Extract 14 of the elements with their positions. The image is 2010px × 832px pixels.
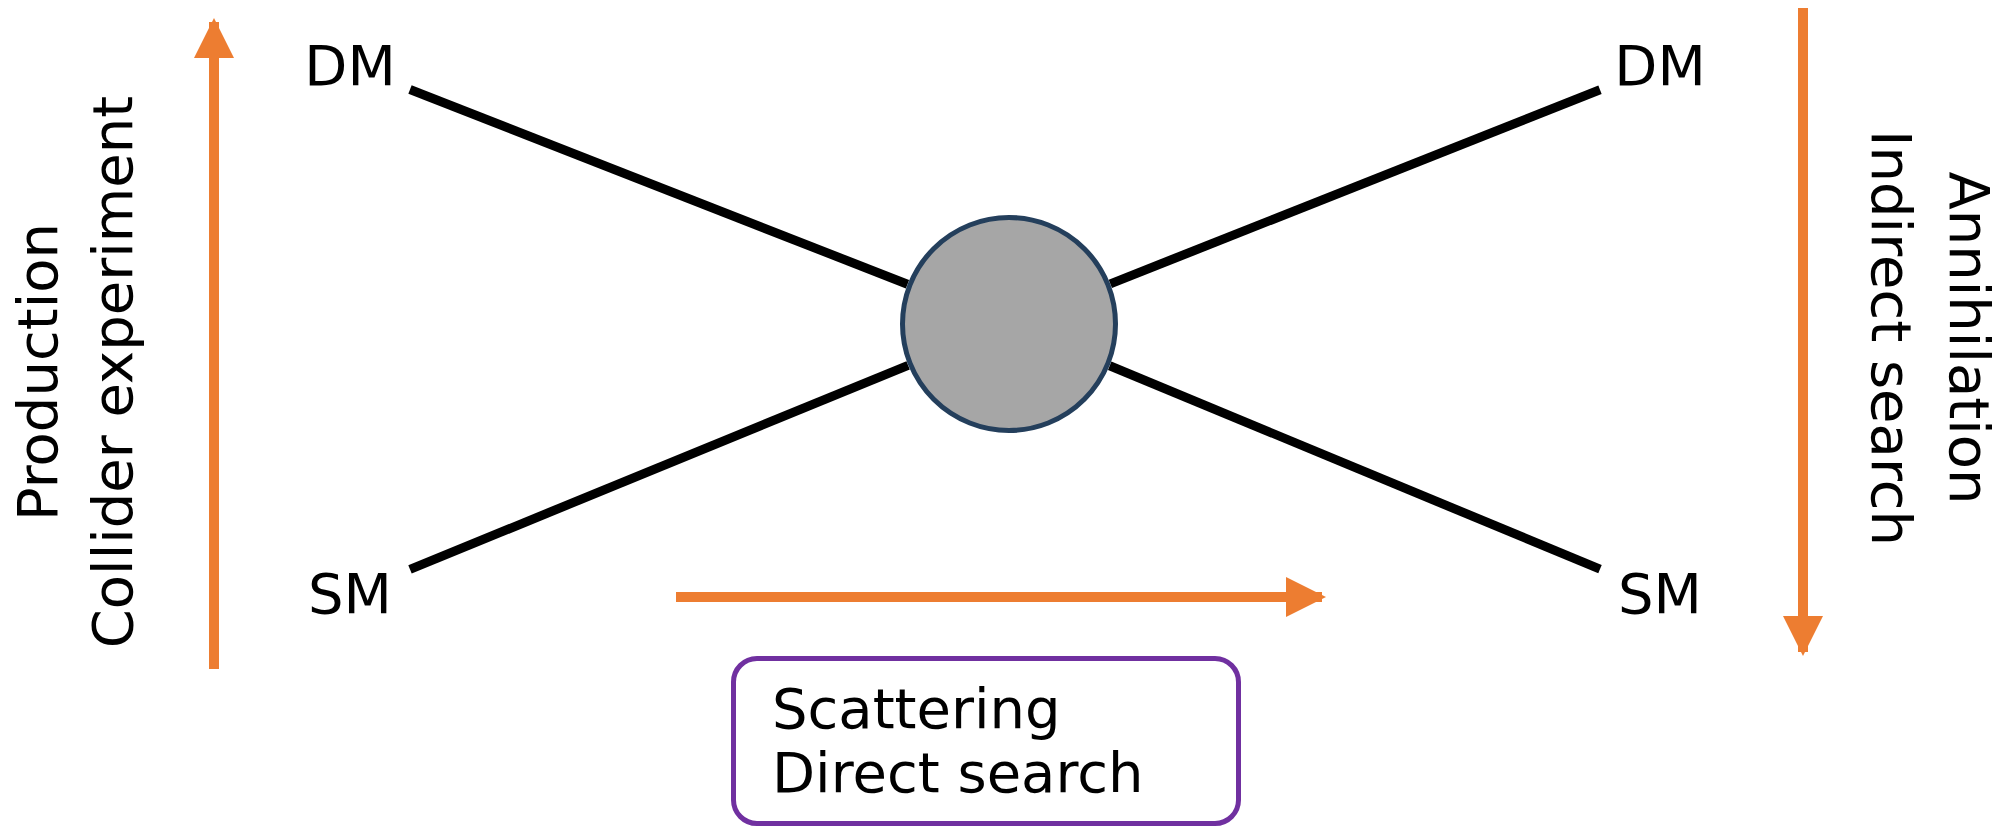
particle-label: SM bbox=[1618, 561, 1702, 627]
box-text: Scattering bbox=[772, 676, 1061, 741]
line bbox=[1107, 361, 1602, 574]
text-box bbox=[731, 656, 1241, 826]
particle-label: DM bbox=[304, 33, 396, 99]
box-text: Direct search bbox=[772, 741, 1144, 806]
axis-label: Indirect search bbox=[1862, 130, 1919, 546]
particle-label: SM bbox=[308, 561, 392, 627]
line bbox=[408, 361, 910, 574]
line bbox=[1108, 85, 1602, 289]
particle-label: DM bbox=[1614, 33, 1706, 99]
axis-label: Production bbox=[9, 223, 66, 521]
axis-label: Annihilation bbox=[1940, 171, 1996, 505]
line bbox=[408, 85, 910, 289]
